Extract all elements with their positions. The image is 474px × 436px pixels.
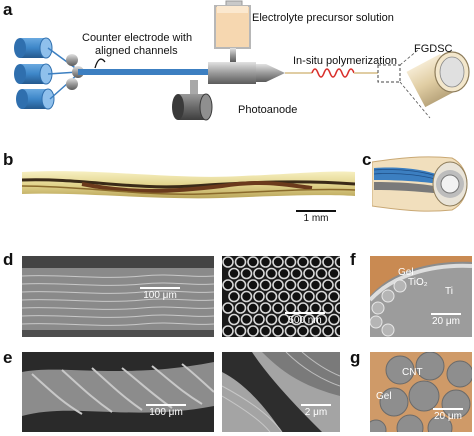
counter-electrode-spools [14,37,55,110]
fabrication-schematic [14,0,470,121]
fiber-structure-illustration [372,156,468,212]
scale-bar-d-left: 100 μm [138,287,182,301]
fgdsc-label: FGDSC [414,43,453,55]
ti-label: Ti [445,286,453,297]
scale-bar-e-right: 2 μm [298,404,334,418]
scale-bar-d-left-label: 100 μm [143,290,177,301]
polymerization-label: In-situ polymerization [293,55,397,67]
scale-bar-e-right-label: 2 μm [304,407,328,418]
photoanode-label: Photoanode [238,104,298,116]
tio2-label: TiO₂ [408,277,428,288]
panel-label-a: a [3,0,13,19]
scale-bar-f: 20 μm [426,313,466,327]
counter-electrode-label-line2: aligned channels [95,45,178,57]
scale-bar-d-right: 500 nm [282,312,328,326]
scale-bar-g: 20 μm [428,408,468,422]
fiber-photo [21,150,356,232]
sem-image-twisted-fiber [22,352,214,432]
electrolyte-solution-label: Electrolyte precursor solution [252,12,394,24]
panel-label-c: c [362,150,372,169]
counter-electrode-label-line1: Counter electrode with [82,32,193,44]
gel-label-f: Gel [398,267,414,278]
sem-image-nanotubes [222,256,340,337]
scale-bar-b-label: 1 mm [303,213,329,224]
panel-label-b: b [3,150,14,169]
scale-bar-f-label: 20 μm [432,316,460,327]
gel-label-g: Gel [376,391,392,402]
panel-label-f: f [350,250,356,269]
scale-bar-d-right-label: 500 nm [288,315,322,326]
panel-label-g: g [350,348,361,367]
scale-bar-b: 1 mm [296,210,336,224]
scale-bar-e-left: 100 μm [144,404,188,418]
panel-label-e: e [3,348,13,367]
sem-image-fiber-surface [222,352,340,432]
sem-image-photoanode-section [370,256,472,337]
scale-bar-e-left-label: 100 μm [149,407,183,418]
sem-image-counter-electrode-section [370,352,472,432]
cnt-label: CNT [402,367,423,378]
panel-label-d: d [3,250,14,269]
sem-image-aligned-channels [22,256,214,337]
scale-bar-g-label: 20 μm [434,411,462,422]
